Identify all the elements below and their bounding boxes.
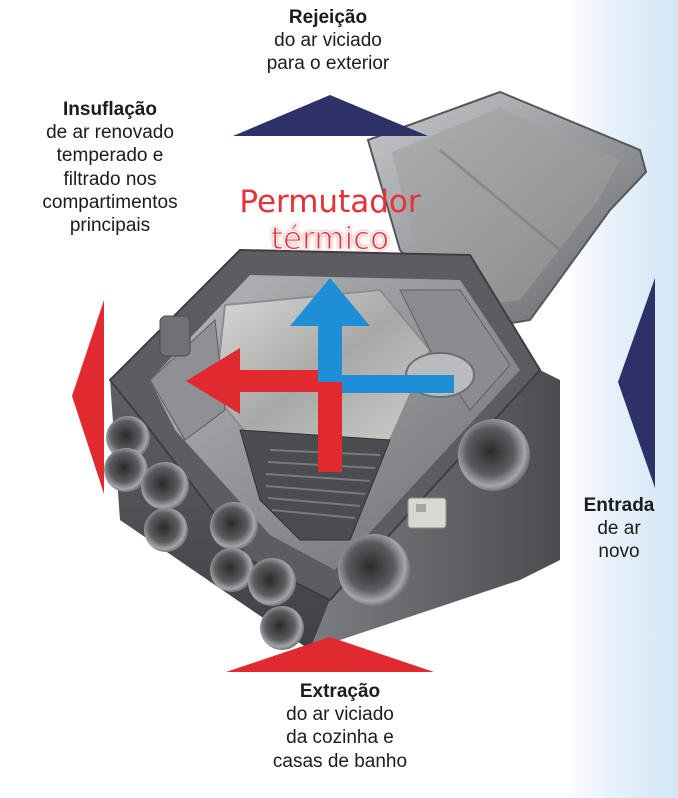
exhaust-outdoor-line: para o exterior (266, 53, 390, 75)
heat-exchanger-label-line2: térmico (270, 221, 390, 258)
extract-air-line: da cozinha e (286, 727, 394, 749)
supply-air-line: compartimentos (42, 191, 178, 213)
exhaust-outdoor-label: Rejeição do ar viciado para o exterior (228, 6, 428, 76)
extract-air-label: Extração do ar viciado da cozinha e casa… (220, 680, 460, 773)
triangle-up-red-icon (226, 637, 434, 672)
fresh-air-intake-title: Entrada (583, 495, 655, 516)
supply-air-label: Insuflação de ar renovado temperado e fi… (0, 98, 220, 237)
supply-air-line: de ar renovado (46, 122, 174, 144)
supply-air-flow-arrow (290, 278, 454, 393)
fresh-air-intake-line: de ar (597, 518, 641, 540)
heat-exchanger-label: Permutador térmico (200, 184, 460, 258)
exhaust-outdoor-line: do ar viciado (274, 30, 382, 52)
triangle-left-navy-icon (618, 278, 655, 488)
triangle-up-navy-icon (233, 95, 428, 136)
supply-air-line: filtrado nos (63, 168, 157, 190)
unit-ports (104, 416, 530, 650)
extract-air-title: Extração (299, 681, 381, 702)
triangle-left-red-icon (72, 300, 104, 494)
heat-exchanger-label-line1: Permutador (239, 184, 421, 220)
fresh-air-intake-label: Entrada de ar novo (560, 494, 678, 564)
exhaust-outdoor-title: Rejeição (288, 7, 368, 28)
fresh-air-intake-line: novo (598, 541, 640, 563)
extract-air-line: do ar viciado (286, 704, 394, 726)
extract-air-line: casas de banho (272, 750, 408, 772)
supply-air-line: principais (69, 214, 151, 236)
extract-air-flow-arrow (186, 348, 342, 472)
supply-air-title: Insuflação (63, 99, 157, 120)
supply-air-line: temperado e (56, 145, 164, 167)
